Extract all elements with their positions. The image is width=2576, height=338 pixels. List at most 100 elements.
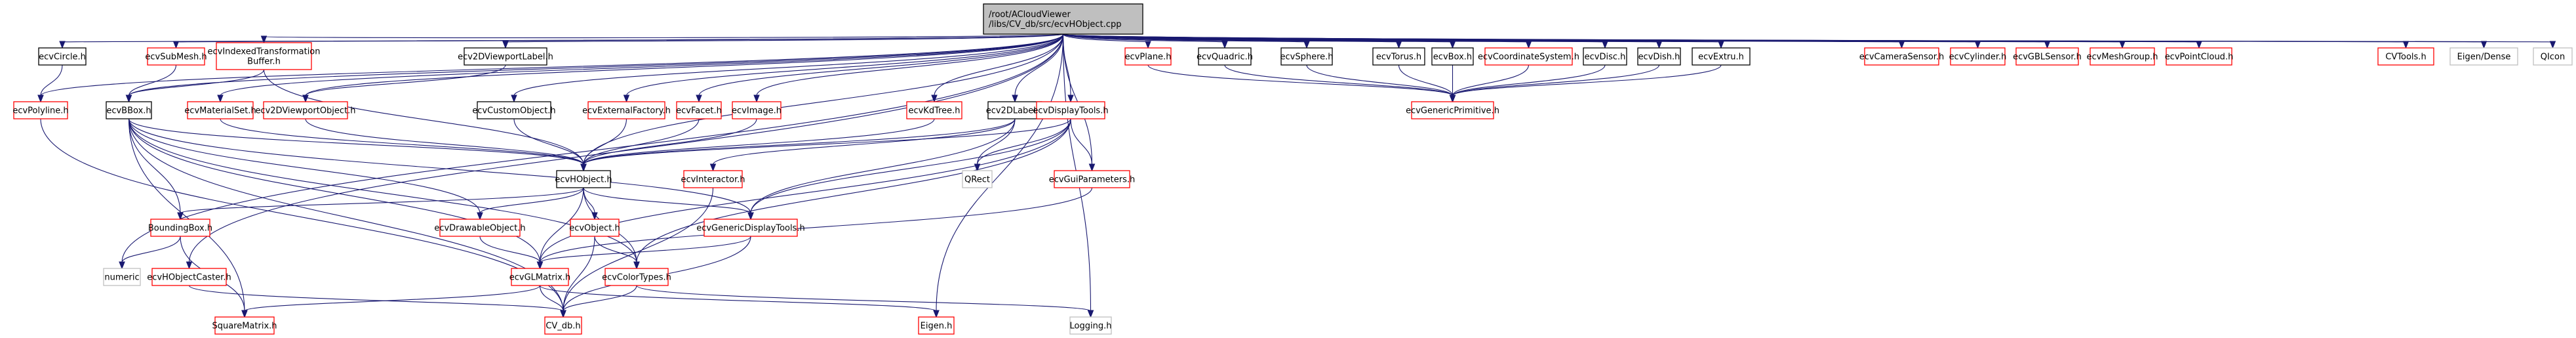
node-ecv-custom-object[interactable]: ecvCustomObject.h — [472, 101, 556, 119]
edge-root-to-eigen — [933, 33, 1064, 318]
node-ecv-gui-parameters[interactable]: ecvGuiParameters.h — [1049, 170, 1136, 188]
node-label: ecvGuiParameters.h — [1049, 175, 1136, 185]
edge-line — [263, 69, 584, 165]
arrowhead-icon — [477, 212, 483, 221]
node-ecv-box[interactable]: ecvBox.h — [1431, 47, 1474, 66]
edge-ecv-bbox-to-ecv-generic-display-tools — [128, 118, 754, 221]
node-label: ecvFacet.h — [676, 106, 722, 116]
node-ecv-glmatrix[interactable]: ecvGLMatrix.h — [509, 268, 570, 286]
node-ecv-coordinate-system[interactable]: ecvCoordinateSystem.h — [1478, 47, 1579, 66]
edge-ecv-kd-tree-to-ecv-hobject — [580, 118, 935, 172]
arrowhead-icon — [2549, 41, 2556, 49]
node-ecv-circle[interactable]: ecvCircle.h — [38, 47, 87, 66]
node-label: ecvIndexedTransformation — [207, 47, 320, 57]
node-ecv-color-types[interactable]: ecvColorTypes.h — [602, 268, 671, 286]
node-label: ecvPlane.h — [1125, 53, 1172, 62]
edges-layer — [37, 33, 2556, 318]
node-label: Eigen.h — [921, 322, 953, 331]
arrowhead-icon — [260, 35, 268, 44]
node-box — [1583, 47, 1627, 66]
edge-bounding-box-to-numeric — [119, 236, 181, 270]
edge-line — [583, 118, 1016, 165]
node-box — [570, 219, 620, 237]
node-label: ecvSphere.h — [1280, 53, 1333, 62]
node-ecv-drawable-object[interactable]: ecvDrawableObject.h — [434, 219, 526, 237]
node-box — [1124, 47, 1172, 66]
node-ecv-material-set[interactable]: ecvMaterialSet.h — [184, 101, 256, 119]
edge-line — [305, 118, 584, 165]
node-ecv-display-tools[interactable]: ecvDisplayTools.h — [1033, 101, 1109, 119]
arrowhead-icon — [217, 95, 224, 103]
node-ecv-point-cloud[interactable]: ecvPointCloud.h — [2165, 47, 2234, 66]
node-ecv-hobject[interactable]: ecvHObject.h — [555, 170, 612, 188]
node-ecv-sub-mesh[interactable]: ecvSubMesh.h — [145, 47, 207, 66]
node-ecv-hobject-caster[interactable]: ecvHObjectCaster.h — [147, 268, 231, 286]
node-ecv-mesh-group[interactable]: ecvMeshGroup.h — [2086, 47, 2158, 66]
arrowhead-icon — [696, 95, 702, 103]
node-ecv-external-factory[interactable]: ecvExternalFactory.h — [582, 101, 671, 119]
node-box — [1198, 47, 1252, 66]
edge-line — [128, 33, 1064, 96]
node-ecv-cylinder[interactable]: ecvCylinder.h — [1949, 47, 2007, 66]
node-square-matrix[interactable]: SquareMatrix.h — [212, 316, 277, 335]
edge-root-to-ecv-image — [753, 33, 1064, 103]
edge-line — [1452, 64, 1530, 96]
node-label: ecvCustomObject.h — [472, 106, 555, 116]
node-ecv-polyline[interactable]: ecvPolyline.h — [12, 101, 69, 119]
node-ecv-generic-primitive[interactable]: ecvGenericPrimitive.h — [1406, 101, 1499, 119]
node-ecv-gblsensor[interactable]: ecvGBLSensor.h — [2013, 47, 2082, 66]
node-ecv-plane[interactable]: ecvPlane.h — [1124, 47, 1172, 66]
node-box — [1372, 47, 1425, 66]
arrowhead-icon — [1221, 41, 1228, 49]
node-box — [544, 316, 582, 335]
node-ecv-sphere[interactable]: ecvSphere.h — [1280, 47, 1334, 66]
arrowhead-icon — [502, 41, 509, 49]
edge-ecv-color-types-to-cv-db — [560, 285, 637, 318]
node-ecv2-dviewport-object[interactable]: ecv2DViewportObject.h — [255, 101, 356, 119]
edge-root-to-qicon — [1062, 33, 2556, 49]
node-ecv-bbox[interactable]: ecvBBox.h — [106, 101, 152, 119]
node-ecv-torus[interactable]: ecvTorus.h — [1372, 47, 1425, 66]
edge-root-to-ecv-hobject-caster — [186, 33, 1064, 270]
node-ecv2-dviewport-label[interactable]: ecv2DViewportLabel.h — [458, 47, 553, 66]
arrowhead-icon — [119, 261, 125, 270]
node-ecv-object[interactable]: ecvObject.h — [569, 219, 620, 237]
node-ecv-facet[interactable]: ecvFacet.h — [676, 101, 722, 119]
node-cv-db[interactable]: CV_db.h — [544, 316, 582, 335]
edge-ecv-quadric-to-ecv-generic-primitive — [1224, 64, 1456, 103]
edge-line — [594, 236, 637, 263]
edge-line — [121, 236, 181, 263]
arrowhead-icon — [931, 95, 938, 103]
node-cvtools[interactable]: CVTools.h — [2377, 47, 2434, 66]
node-box — [1036, 101, 1105, 119]
edge-line — [128, 118, 481, 214]
node-ecv-generic-display-tools[interactable]: ecvGenericDisplayTools.h — [696, 219, 805, 237]
node-box — [1431, 47, 1474, 66]
node-ecv-extru[interactable]: ecvExtru.h — [1692, 47, 1751, 66]
node-label: ecvDrawableObject.h — [434, 224, 525, 234]
node-ecv-disc[interactable]: ecvDisc.h — [1583, 47, 1627, 66]
node-box — [2090, 47, 2155, 66]
node-bounding-box[interactable]: BoundingBox.h — [148, 219, 212, 237]
edge-line — [583, 118, 1071, 165]
arrowhead-icon — [1718, 41, 1724, 49]
edge-root-to-ecv-polyline — [37, 33, 1064, 103]
node-label: ecvExtru.h — [1698, 53, 1744, 62]
arrowhead-icon — [1655, 41, 1663, 49]
node-eigen[interactable]: Eigen.h — [918, 316, 955, 335]
node-ecv-quadric[interactable]: ecvQuadric.h — [1197, 47, 1253, 66]
arrowhead-icon — [709, 163, 717, 172]
node-ecv-image[interactable]: ecvImage.h — [732, 101, 782, 119]
edge-line — [1452, 64, 1606, 96]
node-ecv-dish[interactable]: ecvDish.h — [1637, 47, 1681, 66]
node-label: ecvGenericPrimitive.h — [1406, 106, 1499, 116]
node-ecv-kd-tree[interactable]: ecvKdTree.h — [906, 101, 962, 119]
node-box — [604, 268, 669, 286]
edge-root-to-ecv-custom-object — [511, 33, 1064, 103]
edge-line — [539, 285, 564, 312]
node-ecv-camera-sensor[interactable]: ecvCameraSensor.h — [1859, 47, 1945, 66]
node-ecv2-dlabel[interactable]: ecv2DLabel.h — [986, 101, 1044, 119]
node-ecv-interactor[interactable]: ecvInteractor.h — [681, 170, 745, 188]
edge-line — [539, 187, 1093, 263]
